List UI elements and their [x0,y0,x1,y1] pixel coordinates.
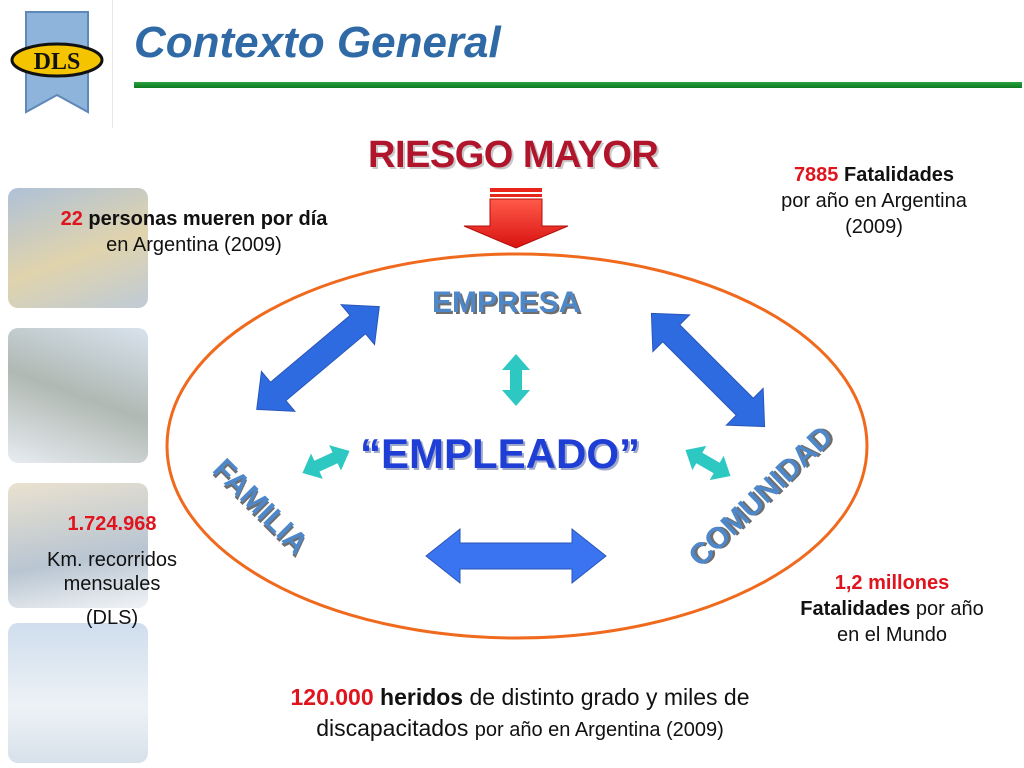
stat-text: mensuales [63,573,161,595]
empresa-label: EMPRESA [432,286,581,319]
familia-comunidad-arrow-icon [425,527,607,585]
title-divider [134,82,1022,88]
stat-number: 1.724.968 [67,513,157,535]
sidebar-photo-4 [8,623,148,763]
empleado-comunidad-arrow-icon [685,445,731,481]
empleado-familia-arrow-icon [302,445,350,479]
stat-bold-text: Fatalidades [800,598,911,620]
stat-text: en Argentina (2009) [106,234,282,256]
sidebar-photo-1 [8,188,148,308]
stat-fatalities-argentina: 7885 Fatalidades por año en Argentina (2… [744,162,1004,240]
stat-line: 22 personas mueren por día [14,206,374,232]
stat-text: por año [915,598,984,620]
dls-logo-icon: DLS [10,11,104,114]
logo-text: DLS [34,49,81,75]
stat-number: 120.000 [290,684,374,710]
stat-text: (2009) [845,216,903,238]
sidebar-photos [0,168,152,768]
stat-bold-text: Fatalidades [844,164,955,186]
sidebar-photo-2 [8,328,148,463]
stat-line: Fatalidades por año [764,596,1020,622]
empresa-familia-arrow-icon [256,304,380,412]
page-title: Contexto General [134,18,501,67]
stat-deaths-per-day: 22 personas mueren por día en Argentina … [14,206,374,258]
empresa-comunidad-arrow-icon [650,312,766,428]
empleado-label: “EMPLEADO” [360,430,641,477]
stat-line: 120.000 heridos de distinto grado y mile… [200,682,840,713]
stat-text: discapacitados [316,715,469,742]
sidebar-photo-3 [8,483,148,608]
stat-text: (DLS) [85,607,139,629]
stat-line: discapacitados por año en Argentina (200… [200,713,840,744]
logo-panel: DLS [0,0,113,128]
stat-line: 7885 Fatalidades [744,162,1004,188]
stat-text: Km. recorridos [46,549,178,571]
stat-injured: 120.000 heridos de distinto grado y mile… [200,682,840,744]
risk-arrow-icon [463,188,569,249]
stat-bold-text: personas mueren por día [88,208,328,230]
stat-number: 7885 [793,164,839,186]
stat-text: por año en Argentina [781,190,967,212]
stat-fatalities-world: 1,2 millones Fatalidades por año en el M… [764,570,1020,648]
stat-number: 1,2 millones [834,572,950,594]
riesgo-mayor-label: RIESGO MAYOR [368,134,659,176]
stat-text: por año en Argentina (2009) [474,719,724,742]
stat-text: de distinto grado y miles de [469,684,750,710]
stat-number: 22 [60,208,83,230]
employee-ellipse [165,252,869,640]
empleado-empresa-arrow-icon [502,354,530,406]
stat-km-traveled: 1.724.968 Km. recorridos mensuales (DLS) [10,512,214,630]
stat-bold-text: heridos [380,684,464,710]
stat-text: en el Mundo [836,624,948,646]
